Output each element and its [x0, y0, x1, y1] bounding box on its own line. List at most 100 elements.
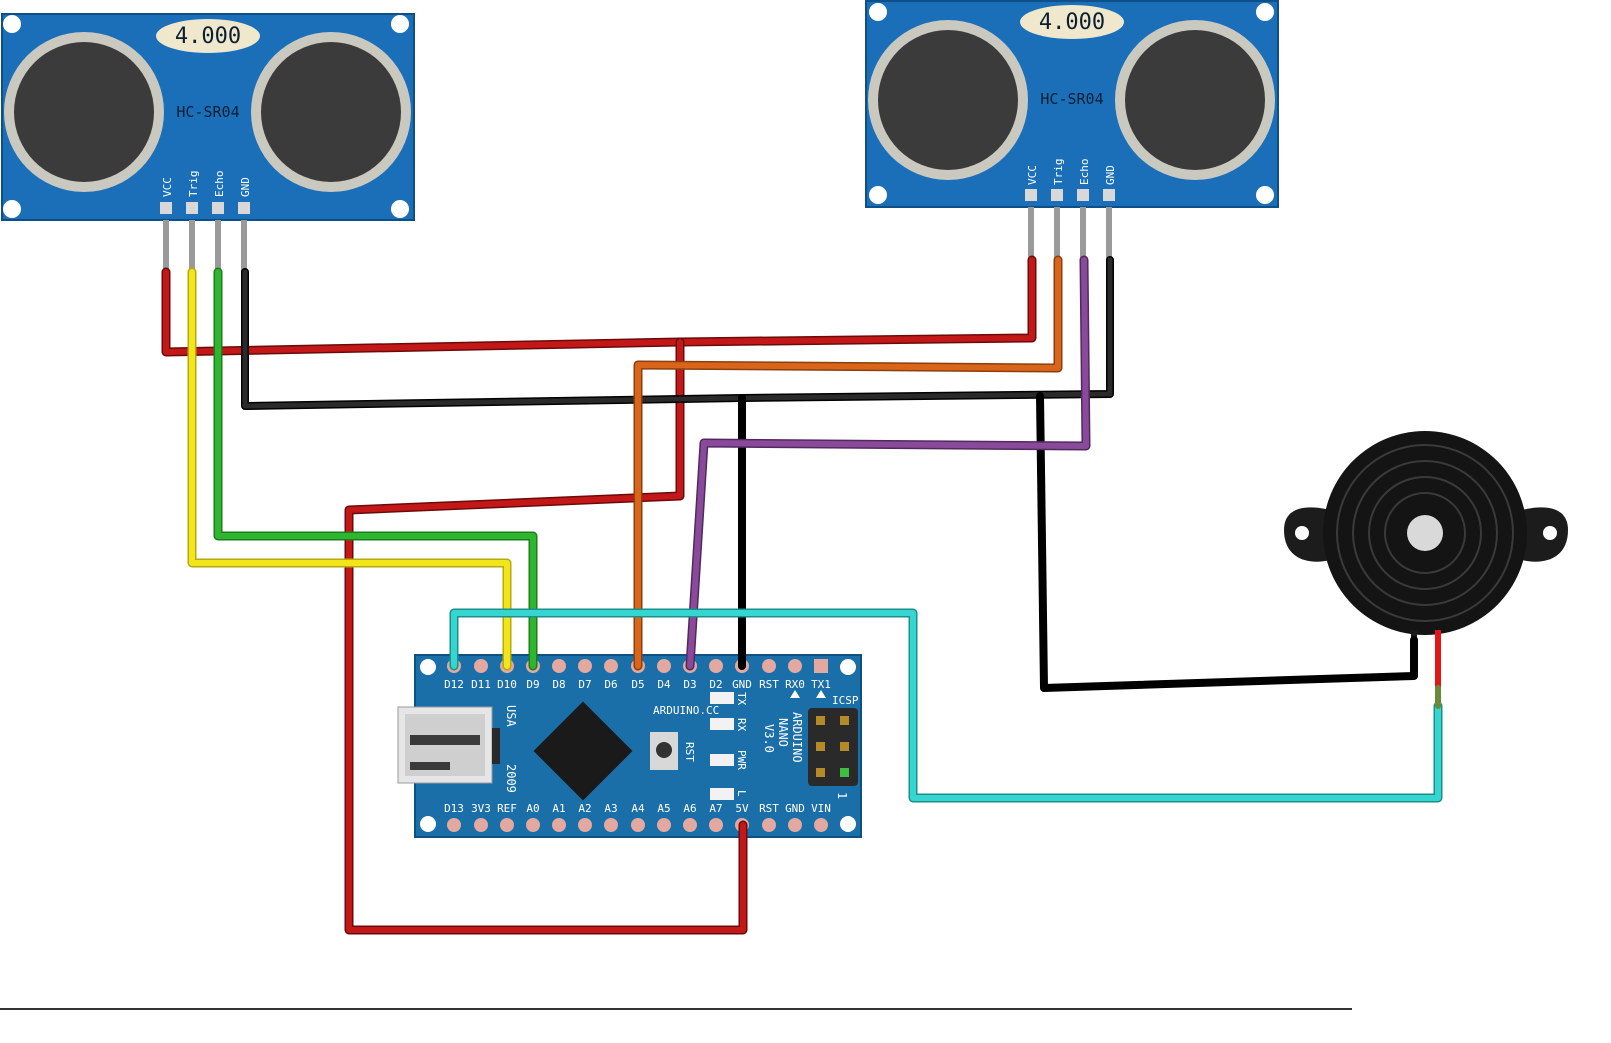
- mount-hole: [391, 200, 409, 218]
- pin-hole: [500, 818, 514, 832]
- usb-pins: [492, 728, 500, 764]
- pin-hole: [552, 659, 566, 673]
- led-rx: [710, 718, 734, 730]
- led-label-pwr: PWR: [735, 750, 748, 770]
- transducer-icon: [14, 42, 154, 182]
- sensor-left: 4.000 HC-SR04 VCC Trig Echo GND: [1, 13, 415, 272]
- pin-label-a6: A6: [683, 802, 696, 815]
- pin-label-d3: D3: [683, 678, 696, 691]
- buzzer-ring: [1384, 492, 1466, 574]
- buzzer-icon: [1284, 431, 1568, 688]
- wire-vcc-sensors: [163, 257, 1035, 355]
- header-pin: [1106, 207, 1112, 261]
- sensor-left-pin-vcc: VCC: [161, 177, 174, 197]
- bottom-pin-labels: D13 3V3 REF A0 A1 A2 A3 A4 A5 A6 A7 5V R…: [444, 802, 831, 815]
- pin-hole: [709, 818, 723, 832]
- icsp-pin: [816, 716, 825, 725]
- icsp-pin: [840, 716, 849, 725]
- pin-hole: [657, 818, 671, 832]
- icsp-pin: [840, 742, 849, 751]
- pin-label-d9: D9: [526, 678, 539, 691]
- sensor-right-model: HC-SR04: [1040, 90, 1103, 108]
- sensor-left-pin-trig: Trig: [187, 171, 200, 198]
- led-label-rx: RX: [735, 718, 748, 732]
- pin-label-d2: D2: [709, 678, 722, 691]
- pin-label-ref: REF: [497, 802, 517, 815]
- transducer-icon: [1125, 30, 1265, 170]
- pin-label-d10: D10: [497, 678, 517, 691]
- icsp-pin: [816, 742, 825, 751]
- usb-slot: [410, 762, 450, 770]
- wire-5v: [346, 339, 746, 933]
- pin-hole: [447, 818, 461, 832]
- wire-5v-outline: [344, 337, 748, 935]
- arrow-icon: [790, 690, 800, 698]
- pin-label-d5: D5: [631, 678, 644, 691]
- pin-label-a5: A5: [657, 802, 670, 815]
- pin-hole: [683, 818, 697, 832]
- sensor-left-pin-echo: Echo: [213, 171, 226, 198]
- transducer-icon: [878, 30, 1018, 170]
- buzzer-ring: [1336, 444, 1514, 622]
- mount-hole: [3, 15, 21, 33]
- pin-label-a2: A2: [578, 802, 591, 815]
- pin-pad: [186, 202, 198, 214]
- pin-label-d6: D6: [604, 678, 617, 691]
- pin-label-a7: A7: [709, 802, 722, 815]
- mount-hole: [420, 816, 436, 832]
- pin-hole: [474, 659, 488, 673]
- icsp-pin: [840, 768, 849, 777]
- pin-label-d13: D13: [444, 802, 464, 815]
- pin-label-rst-top: RST: [759, 678, 779, 691]
- pin-label-a4: A4: [631, 802, 645, 815]
- pin-hole: [552, 818, 566, 832]
- sensor-right: 4.000 HC-SR04 VCC Trig Echo GND: [865, 0, 1279, 261]
- sensor-right-pin-vcc: VCC: [1026, 165, 1039, 185]
- header-pin: [215, 220, 221, 272]
- sensor-right-readout: 4.000: [1039, 10, 1105, 35]
- pin-label-d4: D4: [657, 678, 671, 691]
- sensor-right-pin-trig: Trig: [1052, 159, 1065, 186]
- buzzer-ring: [1368, 476, 1482, 590]
- pin-label-d7: D7: [578, 678, 591, 691]
- pin-hole: [709, 659, 723, 673]
- mount-hole: [869, 186, 887, 204]
- buzzer-lead-positive: [1435, 630, 1441, 688]
- icsp-pin: [816, 768, 825, 777]
- year-label: 2009: [504, 764, 518, 793]
- pin-pad: [1077, 189, 1089, 201]
- mount-hole: [391, 15, 409, 33]
- country-label: USA: [504, 705, 518, 727]
- pin-label-a1: A1: [552, 802, 565, 815]
- pin-label-a0: A0: [526, 802, 539, 815]
- sensor-left-readout: 4.000: [175, 24, 241, 49]
- buzzer-ring: [1352, 460, 1498, 606]
- pin-pad: [1051, 189, 1063, 201]
- led-tx: [710, 692, 734, 704]
- mount-hole: [1543, 526, 1557, 540]
- pin-label-d8: D8: [552, 678, 565, 691]
- pin-label-d11: D11: [471, 678, 491, 691]
- sensor-right-pin-echo: Echo: [1078, 159, 1091, 186]
- pin-label-tx1: TX1: [811, 678, 831, 691]
- pin-hole: [762, 659, 776, 673]
- mount-hole: [1295, 526, 1309, 540]
- pin-hole: [762, 818, 776, 832]
- pin-label-d12: D12: [444, 678, 464, 691]
- wire-trig-right: [635, 257, 1061, 669]
- mount-hole: [3, 200, 21, 218]
- pin-label-gnd-top: GND: [732, 678, 752, 691]
- pin-hole: [631, 818, 645, 832]
- pin-hole: [814, 818, 828, 832]
- bottom-pin-header: [447, 818, 828, 832]
- crystal-oscillator: [1020, 5, 1124, 39]
- mount-hole: [840, 659, 856, 675]
- reset-button-cap: [656, 742, 672, 758]
- microcontroller-chip-icon: [533, 701, 633, 801]
- pin-label-rst-bottom: RST: [759, 802, 779, 815]
- pin-hole: [604, 818, 618, 832]
- pin-pad: [1103, 189, 1115, 201]
- pin-hole-square: [814, 659, 828, 673]
- sensor-right-pin-gnd: GND: [1104, 165, 1117, 185]
